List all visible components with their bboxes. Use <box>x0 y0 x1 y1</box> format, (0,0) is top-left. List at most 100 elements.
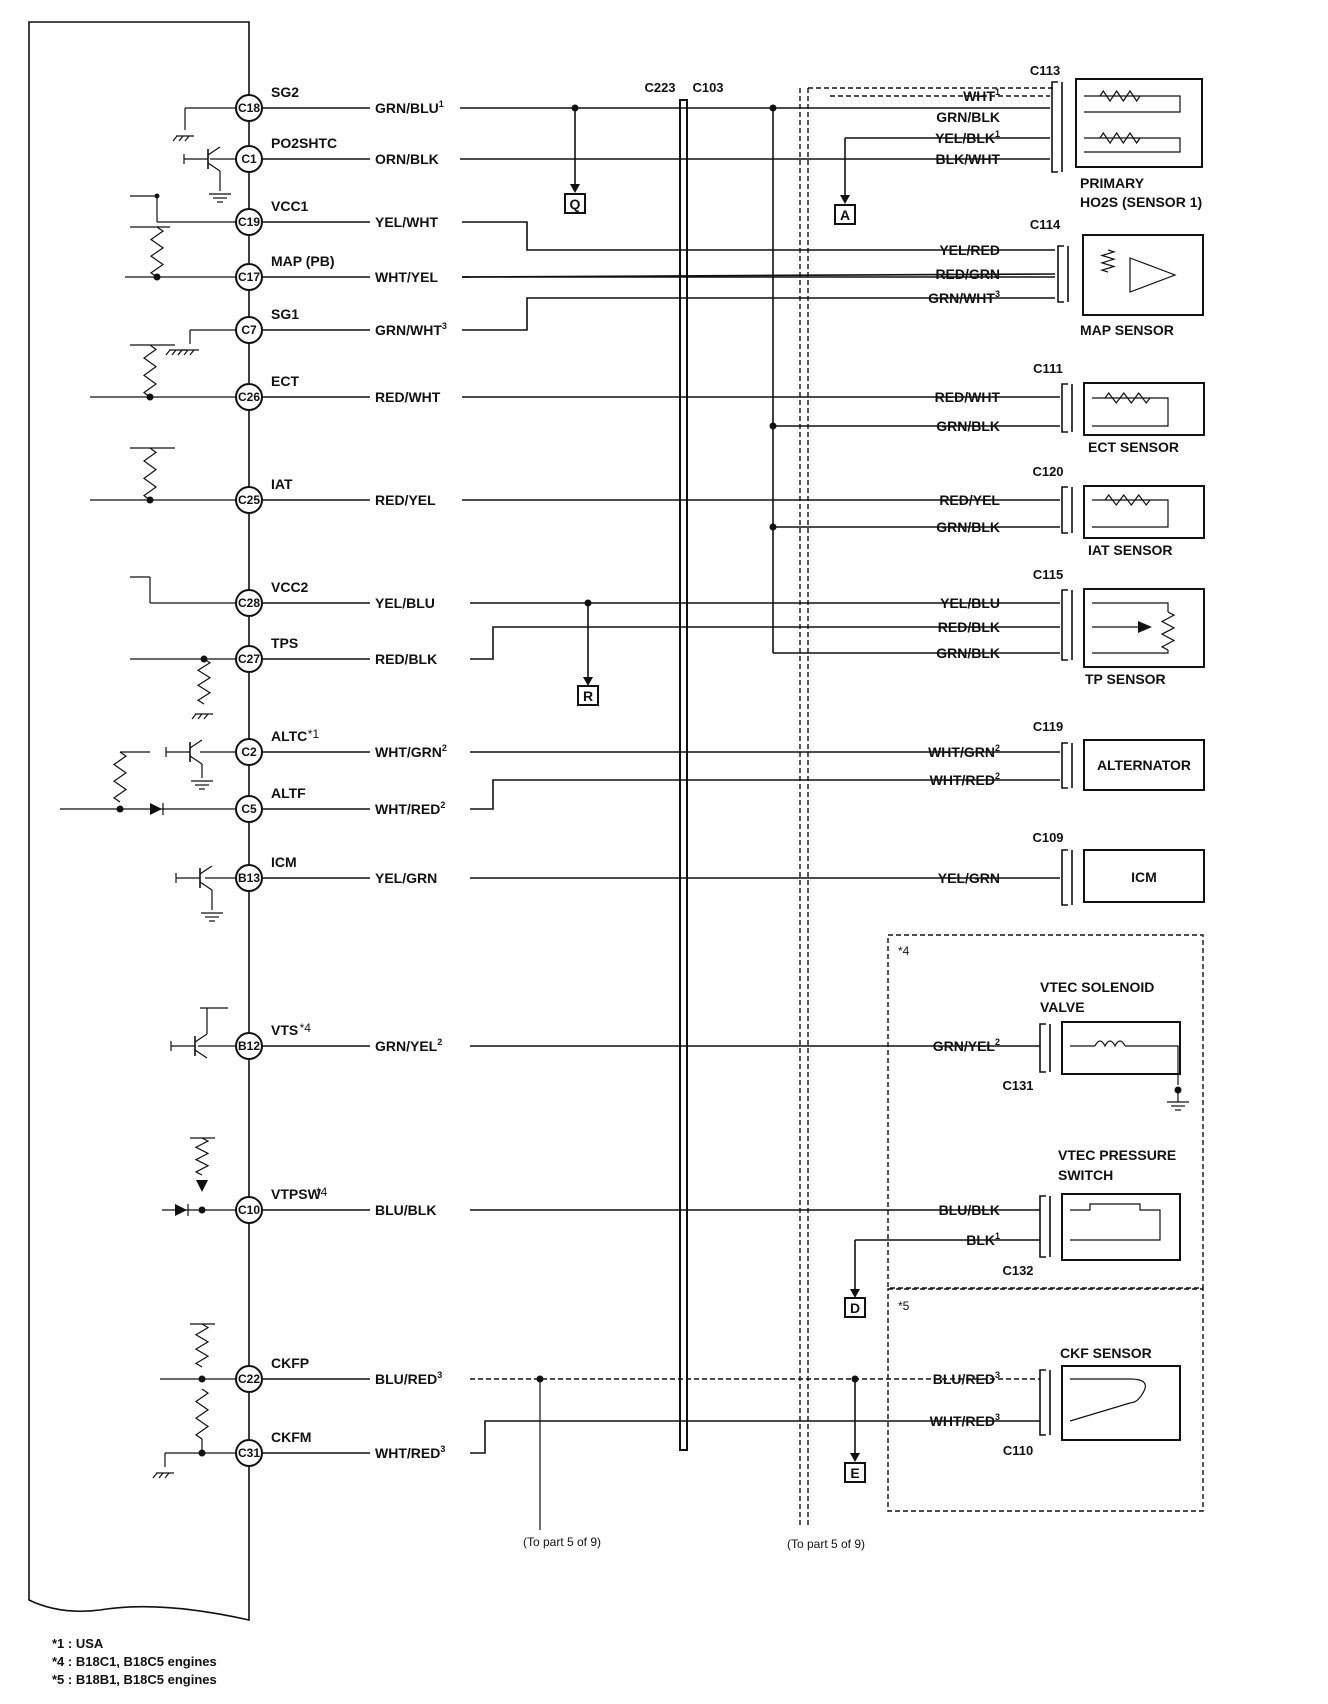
ref-box <box>844 1297 866 1318</box>
wire-path <box>1092 602 1169 612</box>
pin-id-c25: C25 <box>238 493 260 507</box>
pin-wire-label-c25: RED/YEL <box>375 492 436 508</box>
component-name-ho2s: PRIMARY <box>1080 175 1145 191</box>
pin-signal-c19: VCC1 <box>271 198 309 214</box>
ground-symbol <box>197 713 203 720</box>
resistor-symbol <box>194 1323 210 1368</box>
connector-bracket <box>1061 383 1068 433</box>
connector-bracket <box>1039 1023 1046 1073</box>
connector-id-iat: C120 <box>1032 464 1063 479</box>
connector-bracket <box>1051 81 1058 173</box>
junction-dot <box>146 496 154 504</box>
connector-bus-bar <box>679 99 688 1451</box>
ground-symbol <box>178 135 184 142</box>
pin-signal-c27: TPS <box>271 635 298 651</box>
pin-wire-label-b12: GRN/YEL2 <box>375 1037 442 1054</box>
component-wire-map: YEL/RED <box>939 242 1000 258</box>
to-part-note-left: (To part 5 of 9) <box>523 1535 601 1549</box>
component-wire-vtec_sol: GRN/YEL2 <box>933 1037 1000 1054</box>
component-alt <box>1083 739 1205 791</box>
component-name-ect: ECT SENSOR <box>1088 439 1179 455</box>
ref-box <box>564 193 586 214</box>
component-name-vtec_sw: SWITCH <box>1058 1167 1113 1183</box>
pin-id-c27: C27 <box>238 652 260 666</box>
pin-signal-c5: ALTF <box>271 785 306 801</box>
pin-id-c19: C19 <box>238 215 260 229</box>
connector-bracket <box>1061 849 1068 906</box>
component-name-alt: ALTERNATOR <box>1097 757 1191 773</box>
connector-id-ho2s: C113 <box>1030 63 1060 78</box>
pin-id-c10: C10 <box>238 1203 260 1217</box>
component-wire-map: RED/GRN <box>935 266 1000 282</box>
transistor-symbol <box>207 146 221 156</box>
component-name-ho2s: HO2S (SENSOR 1) <box>1080 194 1202 210</box>
junction-dot <box>198 1375 206 1383</box>
connector-id-ect: C111 <box>1033 361 1063 376</box>
connector-bracket <box>1057 245 1064 303</box>
junction-dot <box>116 805 124 813</box>
wire-path <box>470 626 1060 660</box>
pin-signal-c7: SG1 <box>271 306 299 322</box>
component-wire-tp: YEL/BLU <box>940 595 1000 611</box>
amplifier-symbol <box>1129 257 1177 293</box>
pin-wire-label-c22: BLU/RED3 <box>375 1370 442 1387</box>
ref-box <box>844 1462 866 1483</box>
component-wire-vtec_sw: BLK1 <box>966 1231 1000 1248</box>
component-wire-iat: RED/YEL <box>939 492 1000 508</box>
component-icm <box>1083 849 1205 903</box>
pin-signal-c28: VCC2 <box>271 579 309 595</box>
bus-connector-c223: C223 <box>644 80 675 95</box>
transistor-symbol <box>194 1033 208 1043</box>
junction-dot <box>146 393 154 401</box>
pin-id-c31: C31 <box>238 1446 260 1460</box>
pin-signal-b13: ICM <box>271 854 297 870</box>
pin-wire-label-c31: WHT/RED3 <box>375 1444 445 1461</box>
component-wire-ho2s: YEL/BLK1 <box>935 129 1000 146</box>
connector-id-tp: C115 <box>1033 567 1063 582</box>
transistor-symbol <box>194 1049 208 1059</box>
pin-id-c26: C26 <box>238 390 260 404</box>
resistor-symbol <box>149 226 165 278</box>
diode-symbol <box>175 1204 187 1216</box>
component-name-ckf: CKF SENSOR <box>1060 1345 1152 1361</box>
pin-signal-c31: CKFM <box>271 1429 311 1445</box>
component-wire-tp: GRN/BLK <box>936 645 1000 661</box>
pin-id-b12: B12 <box>238 1039 260 1053</box>
pin-id-b13: B13 <box>238 871 260 885</box>
component-wire-alt: WHT/RED2 <box>930 771 1000 788</box>
ground-symbol <box>165 349 171 356</box>
ref-arrow-head <box>570 184 580 193</box>
wire-path <box>1092 650 1169 654</box>
ref-box-label-R: R <box>583 688 593 704</box>
transistor-symbol <box>199 881 213 891</box>
component-wire-vtec_sw: BLU/BLK <box>939 1202 1000 1218</box>
ground-symbol <box>183 349 189 356</box>
wire-path <box>462 297 1055 331</box>
component-name-iat: IAT SENSOR <box>1088 542 1173 558</box>
connector-bracket <box>1061 742 1068 789</box>
component-wire-ho2s: WHT1 <box>963 87 1000 104</box>
resistor-symbol <box>1160 611 1176 651</box>
ref-box <box>834 204 856 225</box>
ref-arrow-head <box>850 1289 860 1298</box>
wire-path <box>1092 499 1169 528</box>
component-wire-ect: RED/WHT <box>935 389 1001 405</box>
ref-box <box>577 685 599 706</box>
connector-id-vtec_sw: C132 <box>1002 1263 1033 1278</box>
pin-wire-label-c5: WHT/RED2 <box>375 800 445 817</box>
component-wire-map: GRN/WHT3 <box>928 289 1000 306</box>
ground-symbol <box>152 1472 158 1479</box>
junction-dot <box>153 273 161 281</box>
group-mark-5: *5 <box>898 1299 910 1313</box>
component-wire-tp: RED/BLK <box>938 619 1000 635</box>
component-ho2s <box>1075 78 1203 168</box>
resistor-symbol <box>142 447 158 501</box>
component-vtec_sol <box>1061 1021 1181 1075</box>
pin-wire-label-c2: WHT/GRN2 <box>375 743 447 760</box>
junction-dot <box>769 422 777 430</box>
ground-symbol <box>191 713 197 720</box>
component-wire-ckf: WHT/RED3 <box>930 1412 1000 1429</box>
wire-path <box>1084 95 1181 113</box>
